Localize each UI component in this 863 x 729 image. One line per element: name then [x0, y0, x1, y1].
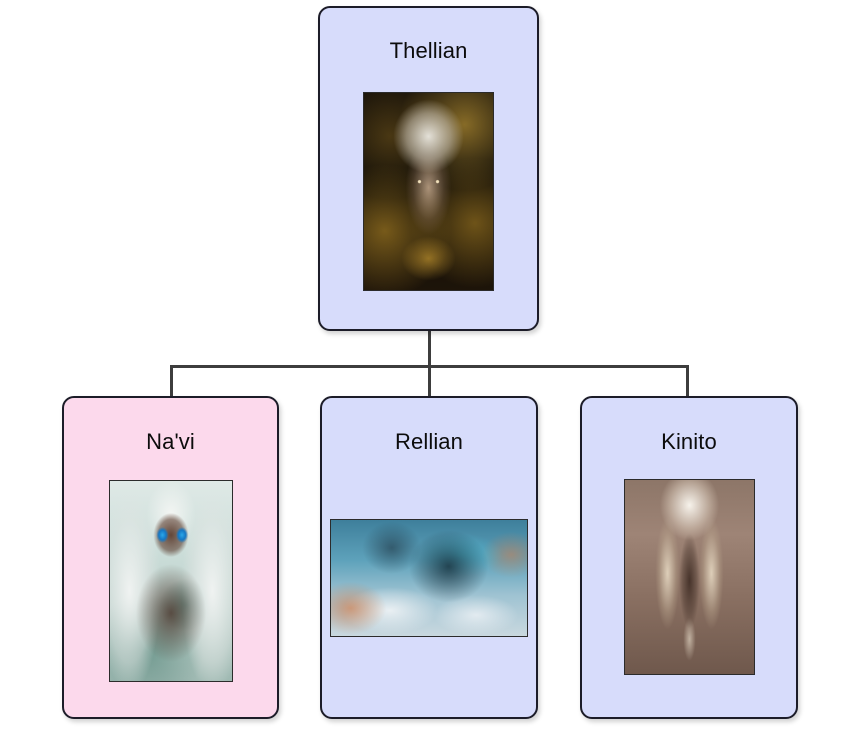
- node-title-thellian: Thellian: [389, 38, 468, 63]
- node-title-kinito: Kinito: [661, 429, 717, 454]
- node-title-rellian: Rellian: [395, 429, 463, 454]
- node-thellian[interactable]: Thellian: [318, 6, 539, 331]
- node-rellian[interactable]: Rellian: [320, 396, 538, 719]
- node-kinito[interactable]: Kinito: [580, 396, 798, 719]
- node-navi[interactable]: Na'vi: [62, 396, 279, 719]
- navi-portrait-image: [108, 480, 233, 682]
- kinito-angel-image: [623, 479, 755, 675]
- rellian-dragon-image: [330, 519, 528, 637]
- thellian-portrait-image: [363, 92, 494, 291]
- node-title-navi: Na'vi: [146, 429, 195, 454]
